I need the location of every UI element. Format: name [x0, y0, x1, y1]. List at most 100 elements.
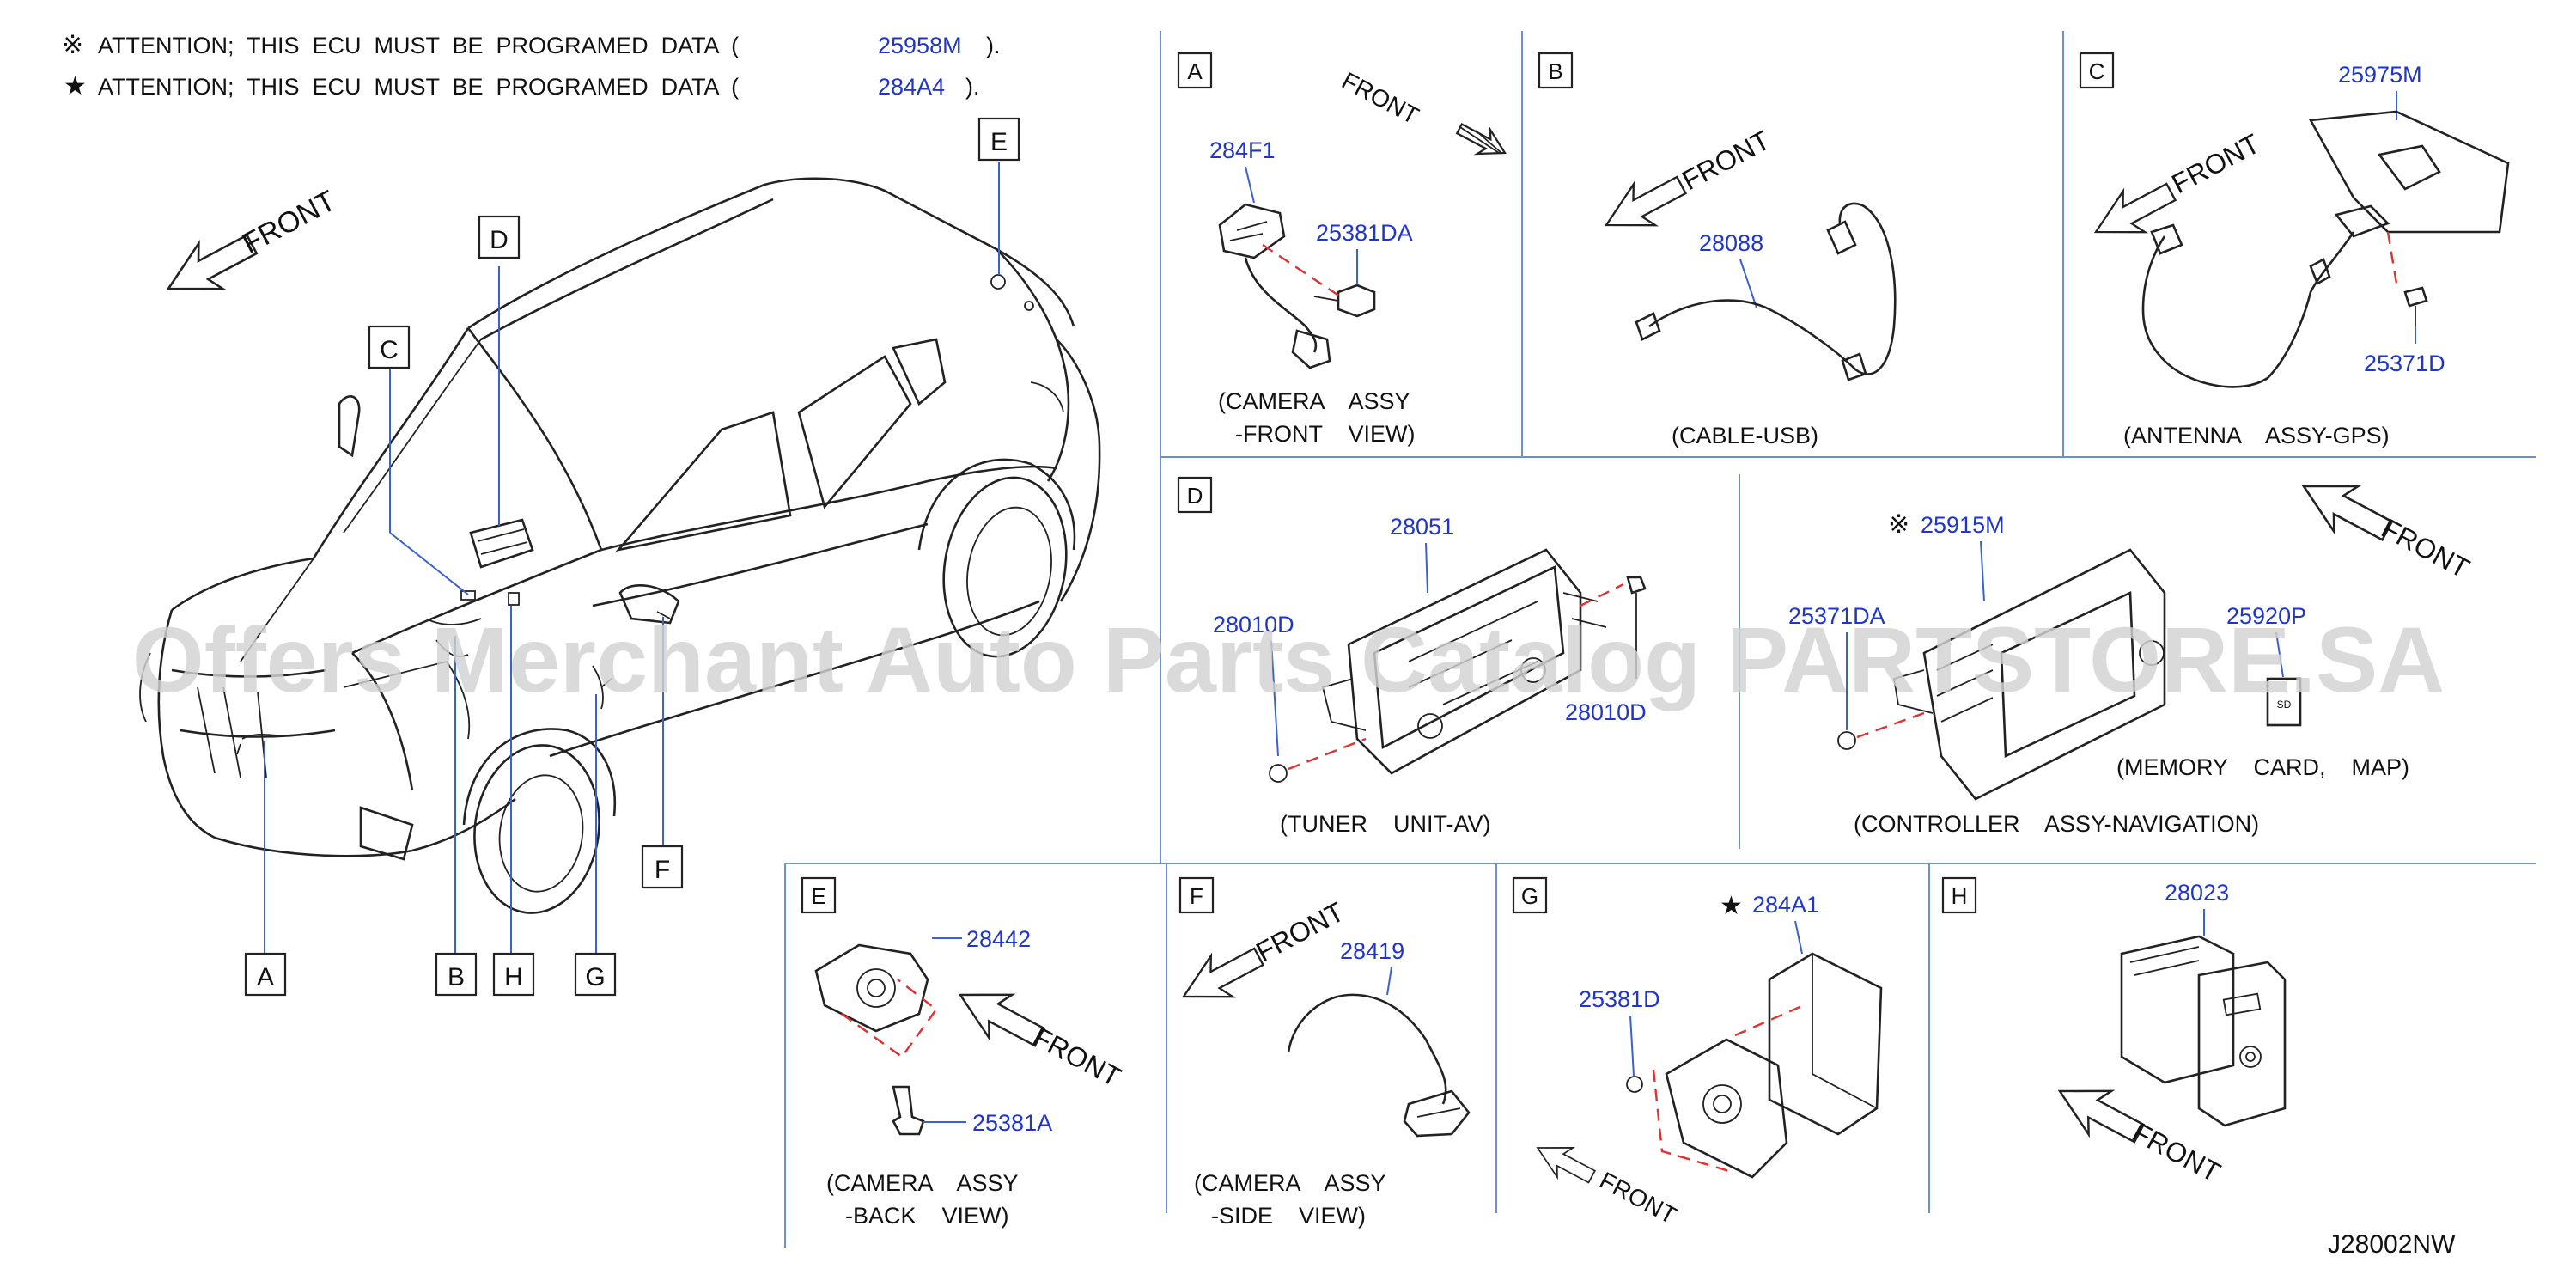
callout-D[interactable]: D	[478, 215, 521, 259]
part-number-25920P[interactable]: 25920P	[2226, 603, 2306, 629]
car-body	[139, 177, 1101, 914]
ecu-bracket-icon	[1768, 952, 1883, 1136]
car-components	[236, 274, 1034, 755]
caption-line-1: (ANTENNA ASSY-GPS)	[2123, 423, 2390, 448]
part-number-25915M[interactable]: 25915M	[1921, 512, 2005, 538]
attention-text: ATTENTION; THIS ECU MUST BE PROGRAMED DA…	[98, 33, 739, 58]
svg-text:G: G	[585, 963, 605, 991]
panel-letter: B	[1548, 58, 1562, 84]
svg-text:B: B	[448, 963, 465, 991]
gps-antenna-icon	[2308, 110, 2510, 234]
panel-G: G ★ 284A1 25381D FRONT	[1512, 876, 1883, 1229]
camera-side-icon	[1403, 1089, 1471, 1138]
drawing-code: J28002NW	[2328, 1230, 2456, 1259]
caption-line-1: (TUNER UNIT-AV)	[1280, 811, 1491, 837]
panel-A: A FRONT 284F1 25381DA (CAMERA ASSY -FRON…	[1177, 52, 1507, 447]
panel-grid	[784, 31, 2536, 1248]
panel-H: H 28023 FRONT	[1941, 876, 2287, 1188]
caption-line-1: (CAMERA ASSY	[1218, 388, 1410, 414]
front-label: FRONT	[2128, 1116, 2226, 1188]
nav-mark: ※	[1888, 510, 1909, 539]
front-label: FRONT	[1337, 67, 1423, 130]
tuner-unit-icon	[1347, 548, 1582, 775]
navigation-controller-icon	[1922, 548, 2166, 801]
panel-letter-box	[1178, 876, 1215, 914]
part-number-25381A[interactable]: 25381A	[972, 1110, 1052, 1136]
panel-B: B FRONT 28088 (CABLE-USB)	[1538, 52, 1897, 448]
part-number-28442[interactable]: 28442	[966, 926, 1031, 952]
panel-C: C FRONT 25975M 25371D (ANTENNA ASSY-GPS)	[2079, 52, 2510, 448]
front-label: FRONT	[1251, 896, 1349, 968]
part-number-28051[interactable]: 28051	[1390, 514, 1454, 540]
part-number-28023[interactable]: 28023	[2165, 880, 2229, 906]
attention-note-1: ※ ATTENTION; THIS ECU MUST BE PROGRAMED …	[62, 31, 1001, 59]
usb-port-icon	[2120, 935, 2235, 1084]
part-number-284A1[interactable]: 284A1	[1752, 892, 1819, 918]
svg-text:C: C	[380, 336, 399, 364]
callout-E[interactable]: E	[977, 117, 1020, 162]
panel-letter-box	[1177, 52, 1213, 89]
panel-letter: E	[811, 883, 825, 909]
usb-cable-icon	[1648, 202, 1897, 375]
part-number-25975M[interactable]: 25975M	[2338, 62, 2422, 88]
front-label: FRONT	[237, 185, 341, 261]
panel-letter-box	[1177, 476, 1213, 514]
main-front-arrow: FRONT	[155, 185, 341, 313]
part-number-25371D[interactable]: 25371D	[2364, 351, 2445, 376]
attention-close: ).	[965, 74, 980, 100]
panel-letter: H	[1952, 883, 1968, 909]
callout-F[interactable]: F	[641, 845, 684, 889]
svg-text:D: D	[490, 226, 509, 254]
callout-H[interactable]: H	[492, 952, 535, 997]
rear-camera-icon	[990, 274, 1006, 290]
svg-text:A: A	[257, 963, 274, 991]
caption-line-2: -FRONT VIEW)	[1235, 421, 1416, 447]
part-number-284F1[interactable]: 284F1	[1209, 137, 1276, 163]
attention-text: ATTENTION; THIS ECU MUST BE PROGRAMED DA…	[98, 74, 739, 100]
attention-code[interactable]: 25958M	[878, 33, 962, 58]
panel-D: D 28051 28010D 28010D (TUNER UNIT-AV) ※ …	[1177, 476, 2409, 837]
sd-card-icon	[2266, 677, 2302, 727]
caption-line-1: (CABLE-USB)	[1672, 423, 1818, 448]
head-unit-icon	[469, 518, 534, 569]
part-number-25371DA[interactable]: 25371DA	[1788, 603, 1885, 629]
callout-B[interactable]: B	[435, 952, 478, 997]
caption-line-1: (CAMERA ASSY	[1194, 1170, 1386, 1196]
callout-A[interactable]: A	[244, 952, 287, 997]
main-leaders	[264, 162, 1000, 954]
panel-E: E FRONT 28442 25381A (CAMERA ASSY -BACK …	[801, 876, 1126, 1229]
panel-letter: A	[1187, 58, 1203, 84]
camera-front-icon	[1218, 203, 1286, 259]
panel-F: F FRONT 28419 (CAMERA ASSY -SIDE VIEW)	[1172, 876, 1471, 1229]
panel-letter: G	[1521, 883, 1538, 909]
part-number-28010D[interactable]: 28010D	[1213, 612, 1294, 638]
front-label: FRONT	[2166, 128, 2264, 200]
mark: ★	[1720, 892, 1743, 920]
caption-line-2: (CONTROLLER ASSY-NAVIGATION)	[1854, 811, 2259, 837]
callout-G[interactable]: G	[574, 952, 617, 997]
caption-line-1: (CAMERA ASSY	[826, 1170, 1019, 1196]
panel-letter-box	[1512, 876, 1548, 914]
part-number-28088[interactable]: 28088	[1699, 230, 1763, 256]
part-number-25381D[interactable]: 25381D	[1579, 986, 1660, 1012]
camera-back-icon	[814, 943, 929, 1033]
attention-note-2: ★ ATTENTION; THIS ECU MUST BE PROGRAMED …	[64, 72, 980, 101]
part-number-28419[interactable]: 28419	[1340, 938, 1404, 964]
part-number-28010D[interactable]: 28010D	[1565, 699, 1647, 725]
sd-label: SD	[2277, 699, 2292, 711]
watermark: Offers Merchant Auto Parts Catalog PARTS…	[132, 607, 2445, 711]
front-label: FRONT	[1595, 1167, 1681, 1229]
attention-symbol: ※	[62, 31, 83, 59]
svg-text:H: H	[504, 963, 523, 991]
front-label: FRONT	[1028, 1021, 1126, 1093]
attention-symbol: ★	[64, 72, 87, 101]
panel-letter: D	[1187, 483, 1203, 509]
bolt-icon	[892, 1085, 925, 1136]
panel-letter-box	[801, 876, 837, 914]
panel-letter-box	[1538, 52, 1574, 89]
part-number-25381DA[interactable]: 25381DA	[1316, 220, 1413, 246]
caption-line-2: -SIDE VIEW)	[1211, 1203, 1366, 1229]
callout-C[interactable]: C	[368, 325, 411, 369]
attention-code[interactable]: 284A4	[878, 74, 945, 100]
